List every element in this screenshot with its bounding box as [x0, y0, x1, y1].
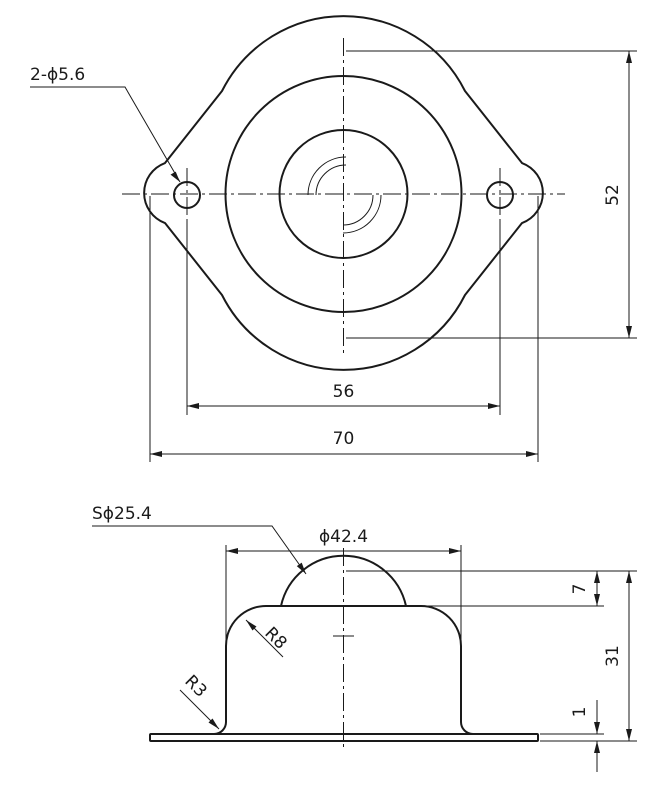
flange-outline	[143, 15, 544, 371]
side-view: Sϕ25.4 ϕ42.4 7 31 1 R8	[92, 504, 637, 772]
ball-callout-arrow	[296, 562, 306, 574]
thickness-arrow-top	[594, 722, 600, 734]
width-dimension-label: 70	[333, 429, 355, 449]
thickness-arrow-bottom	[594, 741, 600, 753]
thickness-dimension-label: 1	[570, 707, 590, 718]
top-view: 2-ϕ5.6 52 56 70	[30, 15, 637, 462]
height31-dimension-label: 31	[603, 645, 623, 667]
ball-callout-label: Sϕ25.4	[92, 504, 152, 524]
hole-callout-leader	[30, 86, 181, 183]
ball-callout-leader	[92, 525, 307, 575]
fillet-r8-arrow	[246, 620, 257, 631]
spacing-dimension-label: 56	[333, 382, 355, 402]
protrusion-arrow-top	[594, 571, 600, 583]
ball-highlight-arcs	[307, 156, 382, 234]
width-arrow-right	[526, 451, 538, 457]
dia-dimension-label: ϕ42.4	[319, 527, 368, 547]
height-dimension-label: 52	[603, 184, 623, 206]
height-arrow-top	[626, 51, 632, 63]
fillet-r3-arrow	[208, 718, 219, 729]
hole-callout-label: 2-ϕ5.6	[30, 65, 85, 85]
fillet-r8-label: R8	[260, 623, 290, 653]
spacing-arrow-right	[488, 403, 500, 409]
height31-arrow-bottom	[626, 729, 632, 741]
height-arrow-bottom	[626, 326, 632, 338]
width-arrow-left	[150, 451, 162, 457]
protrusion-arrow-bottom	[594, 594, 600, 606]
dia-arrow-left	[226, 548, 238, 554]
hole-callout-arrow	[170, 171, 180, 182]
height31-arrow-top	[626, 571, 632, 583]
dia-arrow-right	[449, 548, 461, 554]
fillet-r3-label: R3	[180, 671, 210, 701]
protrusion-dimension-label: 7	[570, 584, 590, 595]
spacing-arrow-left	[187, 403, 199, 409]
